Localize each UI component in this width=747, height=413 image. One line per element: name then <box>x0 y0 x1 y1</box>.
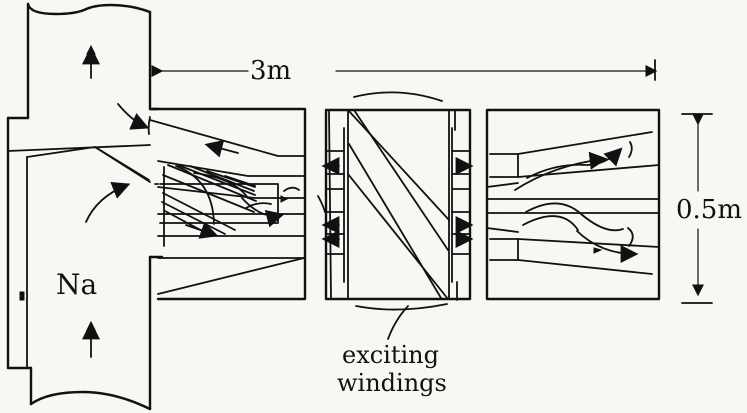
left-channel-section <box>148 107 307 301</box>
middle-winding-section <box>317 91 474 311</box>
main-pipe <box>6 2 164 411</box>
windings-label-line2: windings <box>337 369 447 397</box>
fine-markings <box>19 44 603 331</box>
fluid-label: Na <box>56 268 98 301</box>
windings-label-line1: exciting <box>342 341 439 369</box>
right-channel-section <box>485 108 661 301</box>
dimension-lines <box>151 59 713 304</box>
length-label: 3m <box>250 56 292 86</box>
height-label: 0.5m <box>676 195 743 225</box>
windings-leader <box>387 305 409 340</box>
